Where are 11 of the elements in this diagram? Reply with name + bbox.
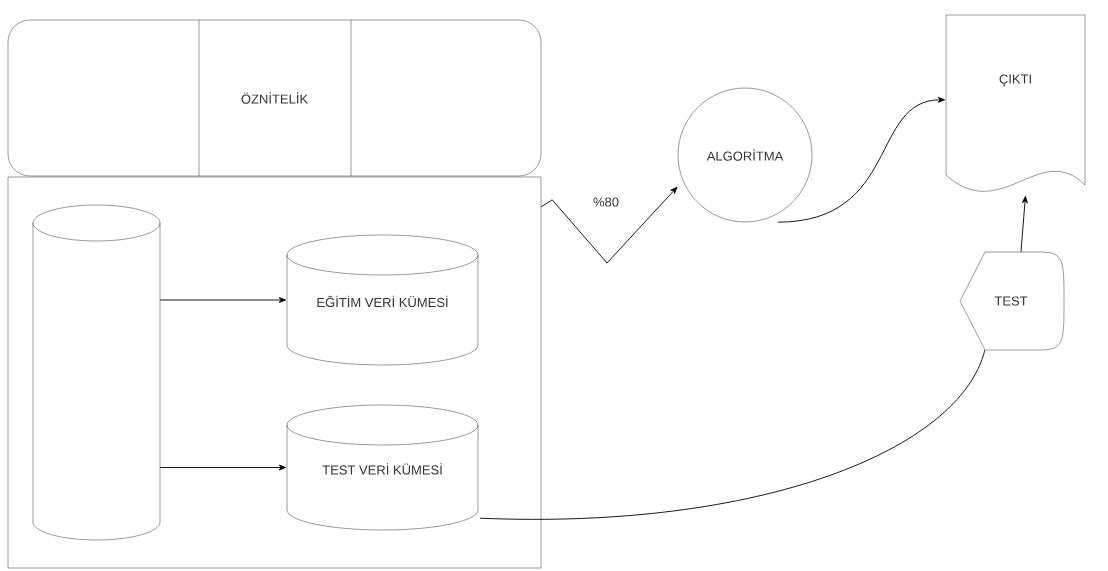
arrow <box>1020 196 1028 253</box>
arrow <box>159 297 286 303</box>
edge-label: %80 <box>592 196 620 208</box>
header-band: ÖZNİTELİK <box>7 19 542 177</box>
arrow <box>159 464 286 471</box>
database-cylinder <box>32 204 161 541</box>
arrow <box>777 96 946 223</box>
database-cylinder: TEST VERİ KÜMESİ <box>286 404 479 531</box>
database-cylinder: EĞİTİM VERİ KÜMESİ <box>286 234 479 366</box>
container-box <box>7 176 542 569</box>
arrow <box>540 186 678 264</box>
